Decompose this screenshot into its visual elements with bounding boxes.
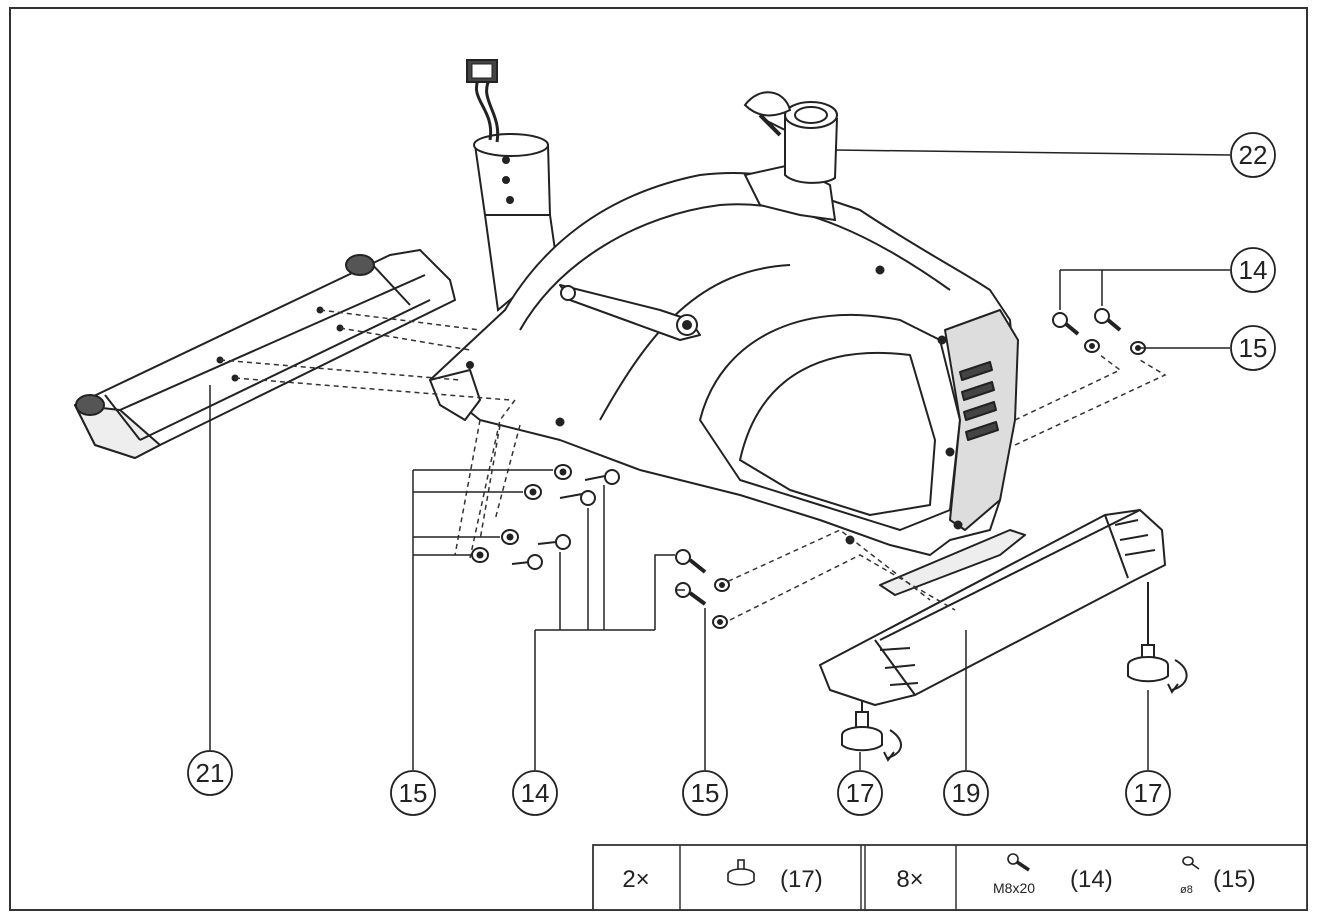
callout-17-right-label: 17: [1134, 778, 1163, 808]
callout-19: 19: [943, 770, 989, 816]
callout-14-mid-label: 14: [521, 778, 550, 808]
qty-fasteners: 8×: [896, 866, 923, 893]
seat-tube-knob-22: [743, 91, 838, 222]
rear-stabilizer-21: [74, 249, 456, 459]
callout-15-mid-label: 15: [691, 778, 720, 808]
leveling-foot-left: [841, 711, 902, 762]
callout-17-left-label: 17: [846, 778, 875, 808]
callout-14-right: 14: [1230, 247, 1276, 293]
callout-22: 22: [1230, 132, 1276, 178]
bolt-spec: M8x20: [993, 880, 1035, 896]
washer-ref: (15): [1213, 866, 1256, 893]
callout-14-right-label: 14: [1239, 255, 1268, 285]
callout-15-left: 15: [390, 770, 436, 816]
callout-19-label: 19: [952, 778, 981, 808]
washer-icon: [1182, 856, 1200, 870]
assembly-dashed-lines: [219, 309, 1167, 621]
leveling-foot-right: [1127, 644, 1188, 694]
callout-15-right: 15: [1230, 325, 1276, 371]
parts-table: 2× (17) 8× M8x20 (14) ø8 (15): [592, 844, 1308, 911]
callout-15-mid: 15: [682, 770, 728, 816]
leader-lines: [209, 149, 1231, 770]
bolt-ref: (14): [1070, 866, 1113, 893]
callout-21: 21: [187, 750, 233, 796]
washer-spec: ø8: [1180, 884, 1193, 896]
bolts-and-washers: [471, 308, 1146, 629]
front-stabilizer-19: [819, 509, 1166, 718]
callout-15-left-label: 15: [399, 778, 428, 808]
callout-17-left: 17: [837, 770, 883, 816]
callout-15-right-label: 15: [1239, 333, 1268, 363]
callout-21-label: 21: [196, 758, 225, 788]
callout-14-mid: 14: [512, 770, 558, 816]
bolt-icon: [1007, 853, 1030, 872]
leveler-ref: (17): [780, 866, 823, 893]
callout-22-label: 22: [1239, 140, 1268, 170]
callout-17-right: 17: [1125, 770, 1171, 816]
qty-levelers: 2×: [622, 866, 649, 893]
leveler-icon: [727, 859, 755, 886]
